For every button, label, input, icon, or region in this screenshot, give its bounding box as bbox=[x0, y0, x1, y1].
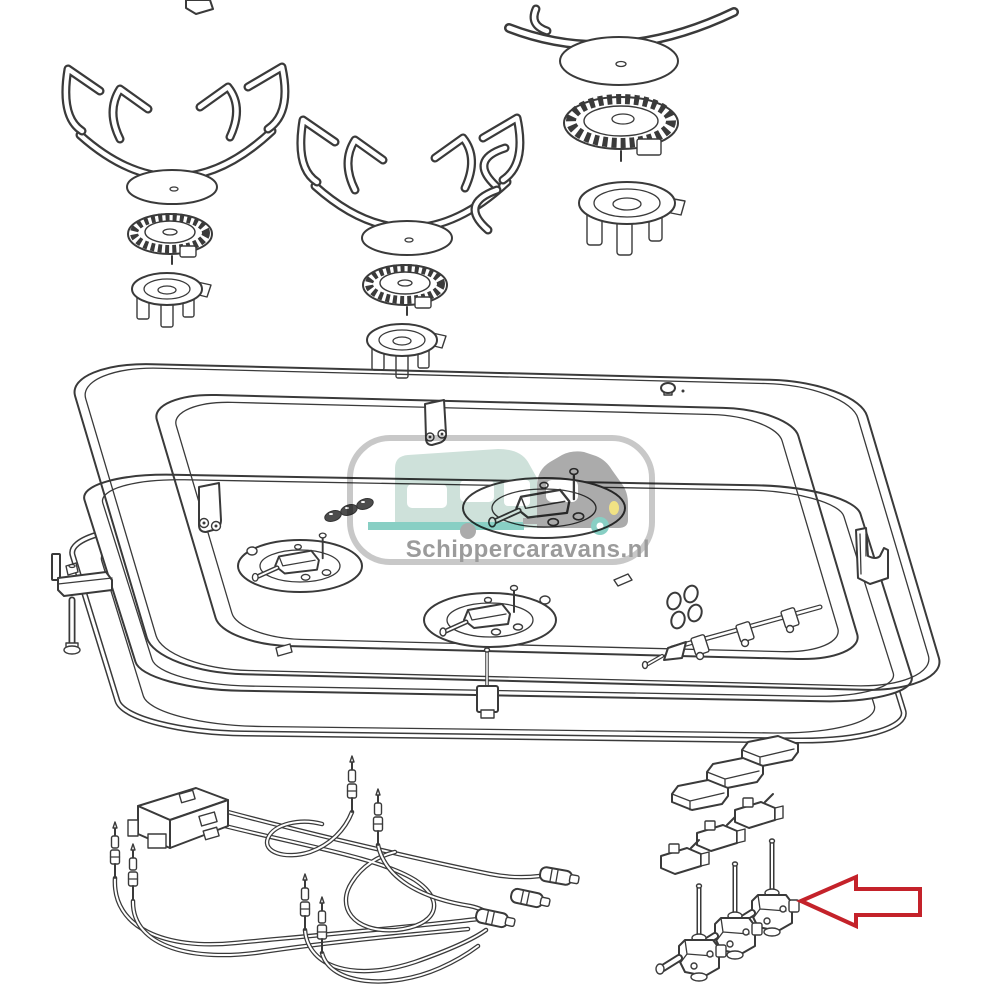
gas-manifold-rail bbox=[641, 604, 823, 670]
control-knobs bbox=[671, 735, 799, 811]
mounting-bracket bbox=[51, 553, 113, 597]
burner-cap-large bbox=[559, 36, 679, 86]
watermark: Schippercaravans.nl bbox=[347, 435, 655, 565]
burner-base-large bbox=[578, 181, 686, 256]
caravan-window bbox=[407, 484, 447, 508]
corner-bracket bbox=[855, 527, 889, 585]
ignition-generator bbox=[127, 787, 229, 849]
burner-stack-left bbox=[66, 67, 285, 327]
switch-panel-holes bbox=[666, 584, 703, 630]
micro-switches bbox=[660, 793, 784, 875]
watermark-border bbox=[347, 435, 655, 565]
car-window bbox=[546, 480, 578, 502]
injector bbox=[663, 641, 687, 661]
frame-button bbox=[660, 382, 685, 396]
burner-crown-large bbox=[563, 94, 679, 162]
ignition-leads bbox=[112, 809, 581, 984]
small-cube-part bbox=[185, 0, 214, 15]
callout-arrow bbox=[796, 873, 922, 930]
lead-connector bbox=[538, 865, 581, 888]
hinge-bracket-left bbox=[198, 482, 222, 533]
car-silhouette bbox=[537, 451, 628, 528]
burner-mount-disc-front bbox=[423, 586, 557, 648]
watermark-text: Schippercaravans.nl bbox=[406, 536, 650, 563]
burner-mount-disc-left bbox=[237, 533, 363, 593]
caravan-wheel bbox=[460, 523, 476, 539]
pan-support-partial-arm bbox=[470, 143, 510, 235]
car-wheel-hub bbox=[596, 522, 604, 530]
tray-clips bbox=[275, 573, 633, 719]
car-headlight bbox=[609, 501, 619, 515]
lead-connector bbox=[508, 886, 552, 911]
lead-wires bbox=[112, 809, 543, 984]
caravan-skirt bbox=[368, 522, 524, 530]
fixing-bolt bbox=[63, 596, 81, 655]
burner-stack-large bbox=[504, 4, 739, 256]
lead-connector bbox=[473, 906, 517, 931]
tow-hitch bbox=[523, 518, 539, 524]
caravan-window bbox=[460, 480, 494, 502]
caravan-door bbox=[504, 480, 530, 506]
